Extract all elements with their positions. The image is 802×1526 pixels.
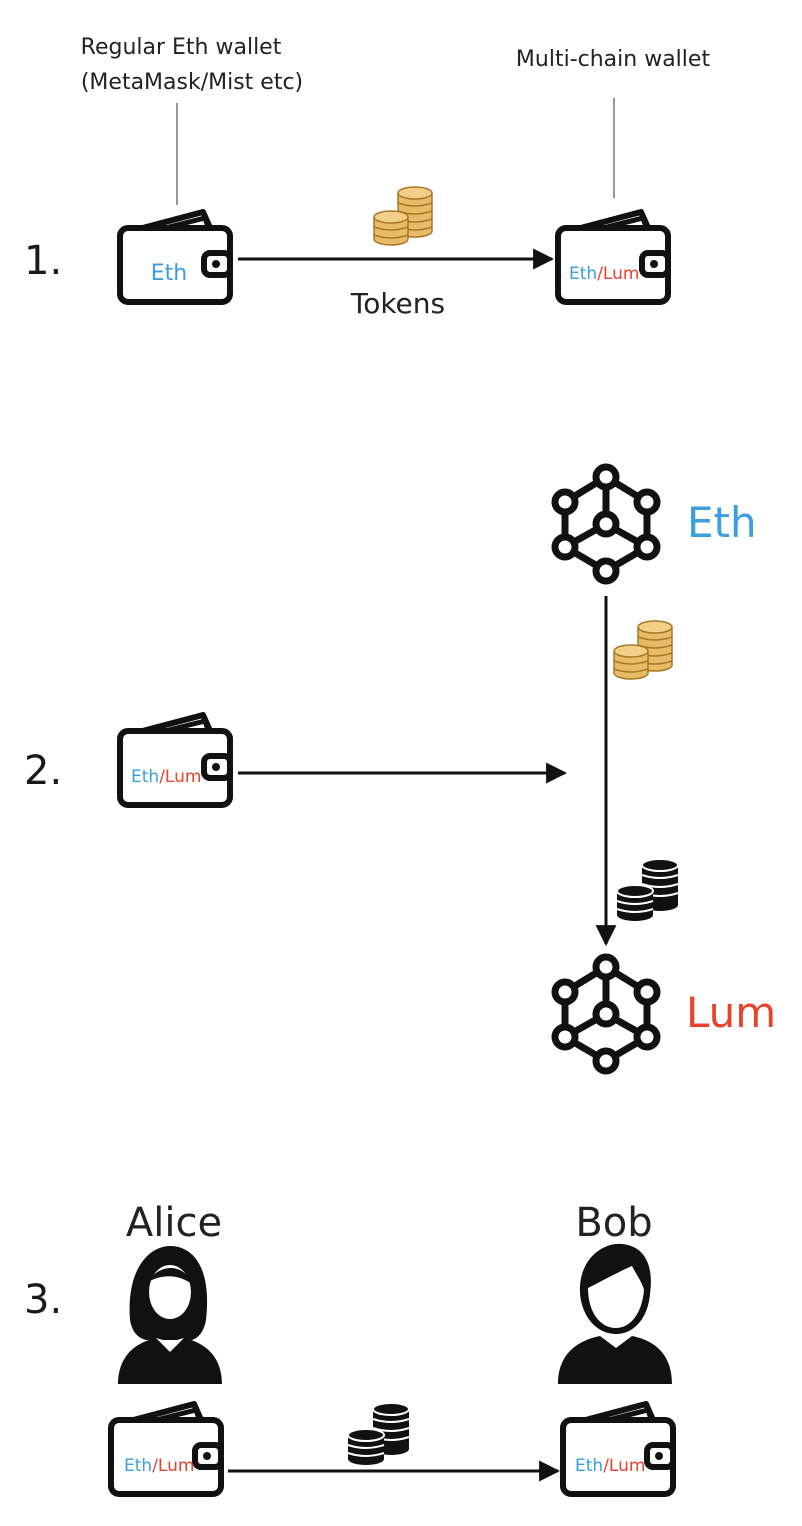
- source-wallet-caption-line2: (MetaMask/Mist etc): [81, 70, 303, 95]
- dest-wallet-eth-label: Eth: [569, 264, 597, 284]
- dest-wallet-icon: Eth/Lum: [558, 212, 668, 302]
- sender-wallet-separator: /: [152, 1456, 158, 1476]
- dest-wallet-separator: /: [597, 264, 603, 284]
- lum-network-icon: [555, 957, 657, 1071]
- receiver-wallet-separator: /: [603, 1456, 609, 1476]
- dest-wallet-lum-label: Lum: [603, 264, 640, 284]
- eth-network-icon: [555, 467, 657, 581]
- sender-wallet-icon: Eth/Lum: [111, 1404, 221, 1494]
- wallet-separator: /: [159, 767, 165, 787]
- receiver-name: Bob: [575, 1200, 652, 1246]
- eth-network-label: Eth: [687, 498, 757, 547]
- svg-text:Eth/Lum: Eth/Lum: [575, 1456, 645, 1476]
- step-2-number: 2.: [24, 748, 62, 794]
- dest-wallet-caption: Multi-chain wallet: [516, 47, 711, 72]
- step-1-arrow-label: Tokens: [350, 287, 445, 320]
- man-avatar-icon: [558, 1243, 672, 1384]
- black-coins-icon: [347, 1402, 410, 1466]
- wallet-eth-label: Eth: [131, 767, 159, 787]
- svg-text:Eth/Lum: Eth/Lum: [131, 767, 201, 787]
- sender-wallet-eth-label: Eth: [124, 1456, 152, 1476]
- source-wallet-icon: Eth: [120, 212, 230, 302]
- source-wallet-caption-line1: Regular Eth wallet: [81, 35, 282, 60]
- step-1-number: 1.: [24, 238, 62, 284]
- svg-text:Eth/Lum: Eth/Lum: [124, 1456, 194, 1476]
- receiver-wallet-icon: Eth/Lum: [563, 1404, 673, 1494]
- lum-network-label: Lum: [686, 988, 776, 1037]
- wallet-lum-label: Lum: [165, 767, 202, 787]
- woman-avatar-icon: [118, 1246, 222, 1384]
- sender-wallet-lum-label: Lum: [158, 1456, 195, 1476]
- gold-coins-icon: [373, 186, 433, 246]
- multichain-wallet-icon: Eth/Lum: [120, 715, 230, 805]
- receiver-wallet-eth-label: Eth: [575, 1456, 603, 1476]
- receiver-wallet-lum-label: Lum: [609, 1456, 646, 1476]
- source-wallet-label: Eth: [151, 261, 187, 286]
- sender-name: Alice: [126, 1200, 222, 1246]
- svg-text:Eth/Lum: Eth/Lum: [569, 264, 639, 284]
- black-coins-icon: [616, 858, 679, 922]
- gold-coins-icon: [613, 620, 673, 680]
- step-3-number: 3.: [24, 1277, 62, 1323]
